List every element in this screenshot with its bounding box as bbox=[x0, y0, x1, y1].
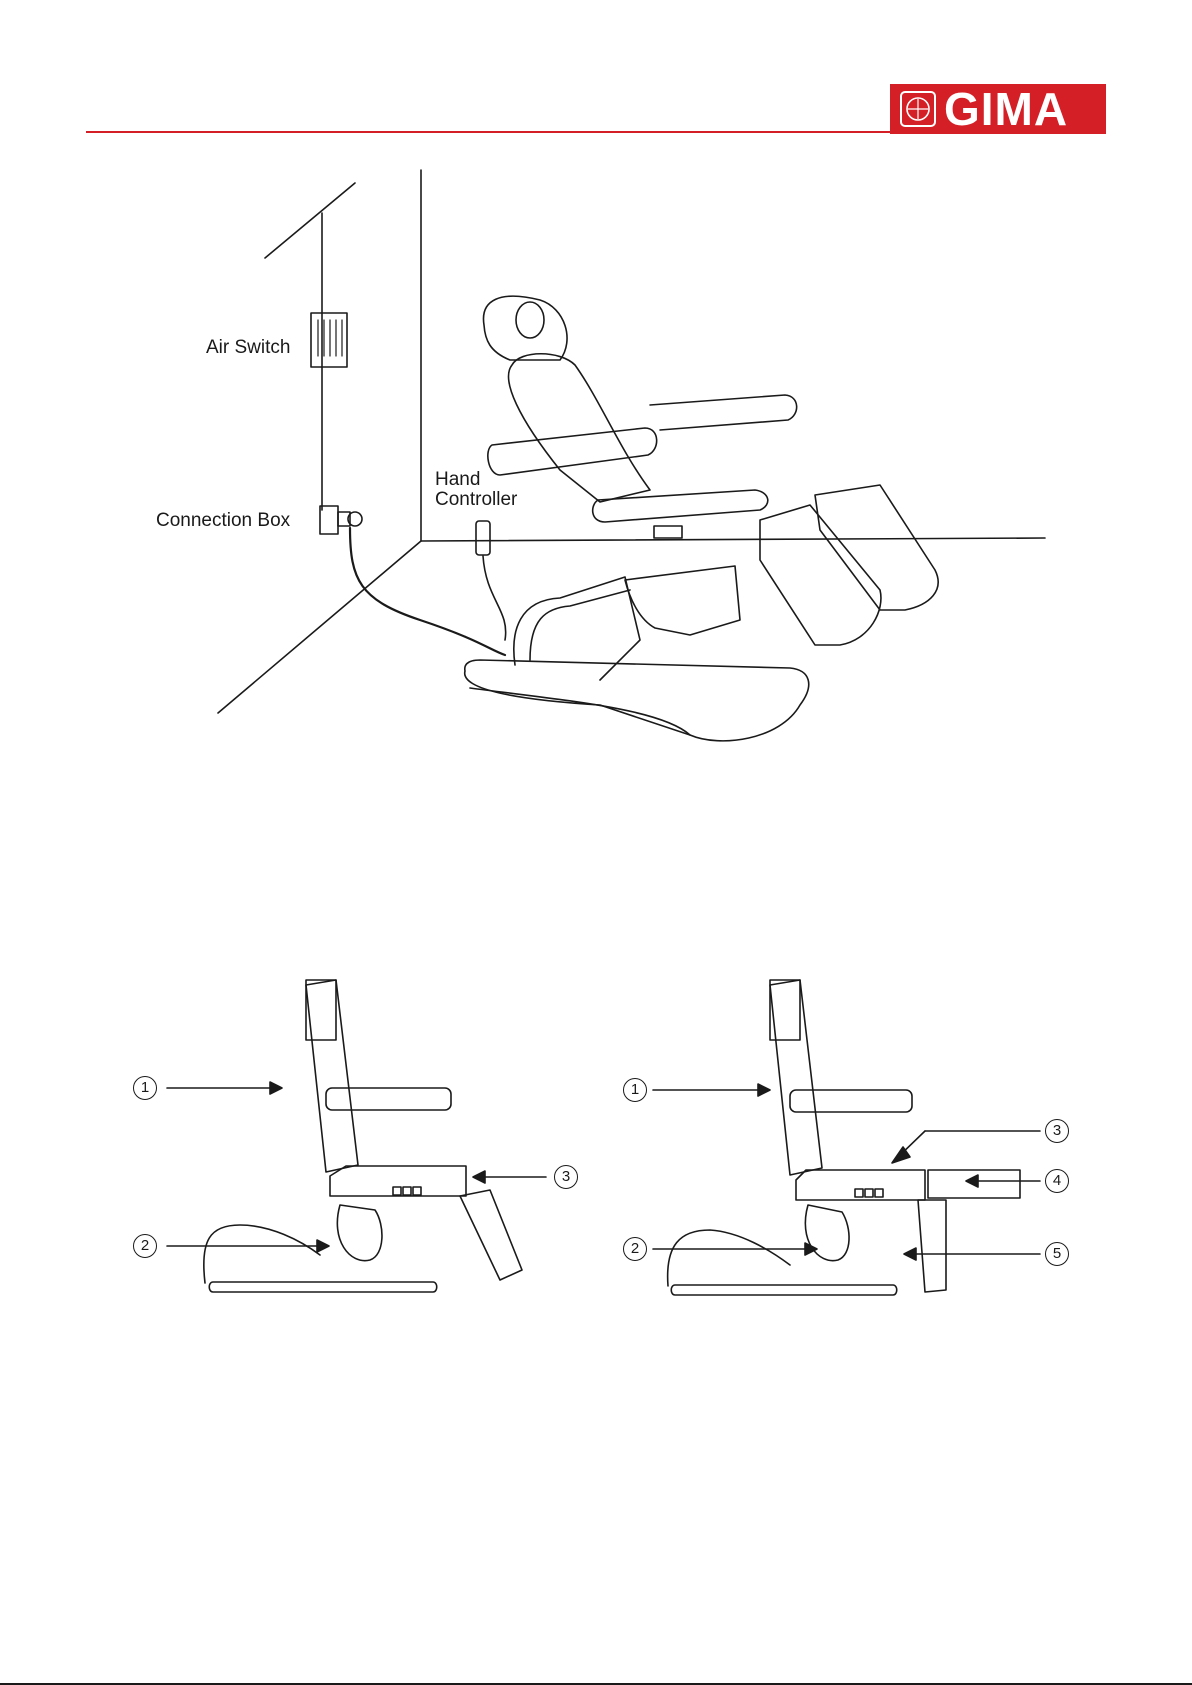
callout-2-right: 2 bbox=[623, 1237, 647, 1261]
callout-5-right: 5 bbox=[1045, 1242, 1069, 1266]
callout-1-right: 1 bbox=[623, 1078, 647, 1102]
callout-3-right: 3 bbox=[1045, 1119, 1069, 1143]
callout-4-right: 4 bbox=[1045, 1169, 1069, 1193]
